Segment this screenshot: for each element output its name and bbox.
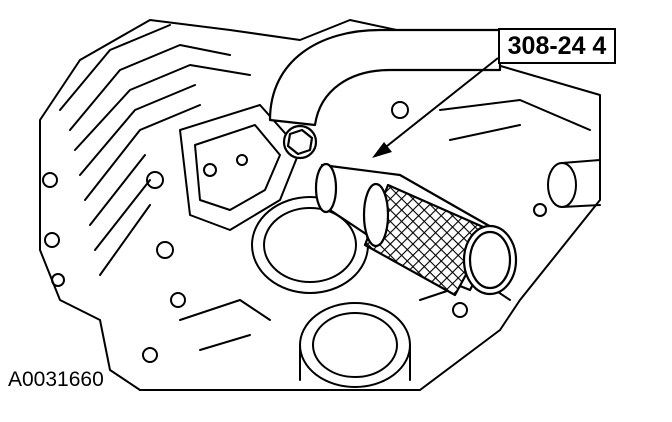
tool-callout-box: 308-24 4 xyxy=(498,28,616,64)
leader-arrow xyxy=(372,57,499,158)
figure-id-label: A0031660 xyxy=(8,368,104,391)
special-tool-drawing xyxy=(268,28,518,297)
tool-number-label: 308-24 4 xyxy=(507,31,607,60)
transmission-case-drawing xyxy=(39,19,601,391)
